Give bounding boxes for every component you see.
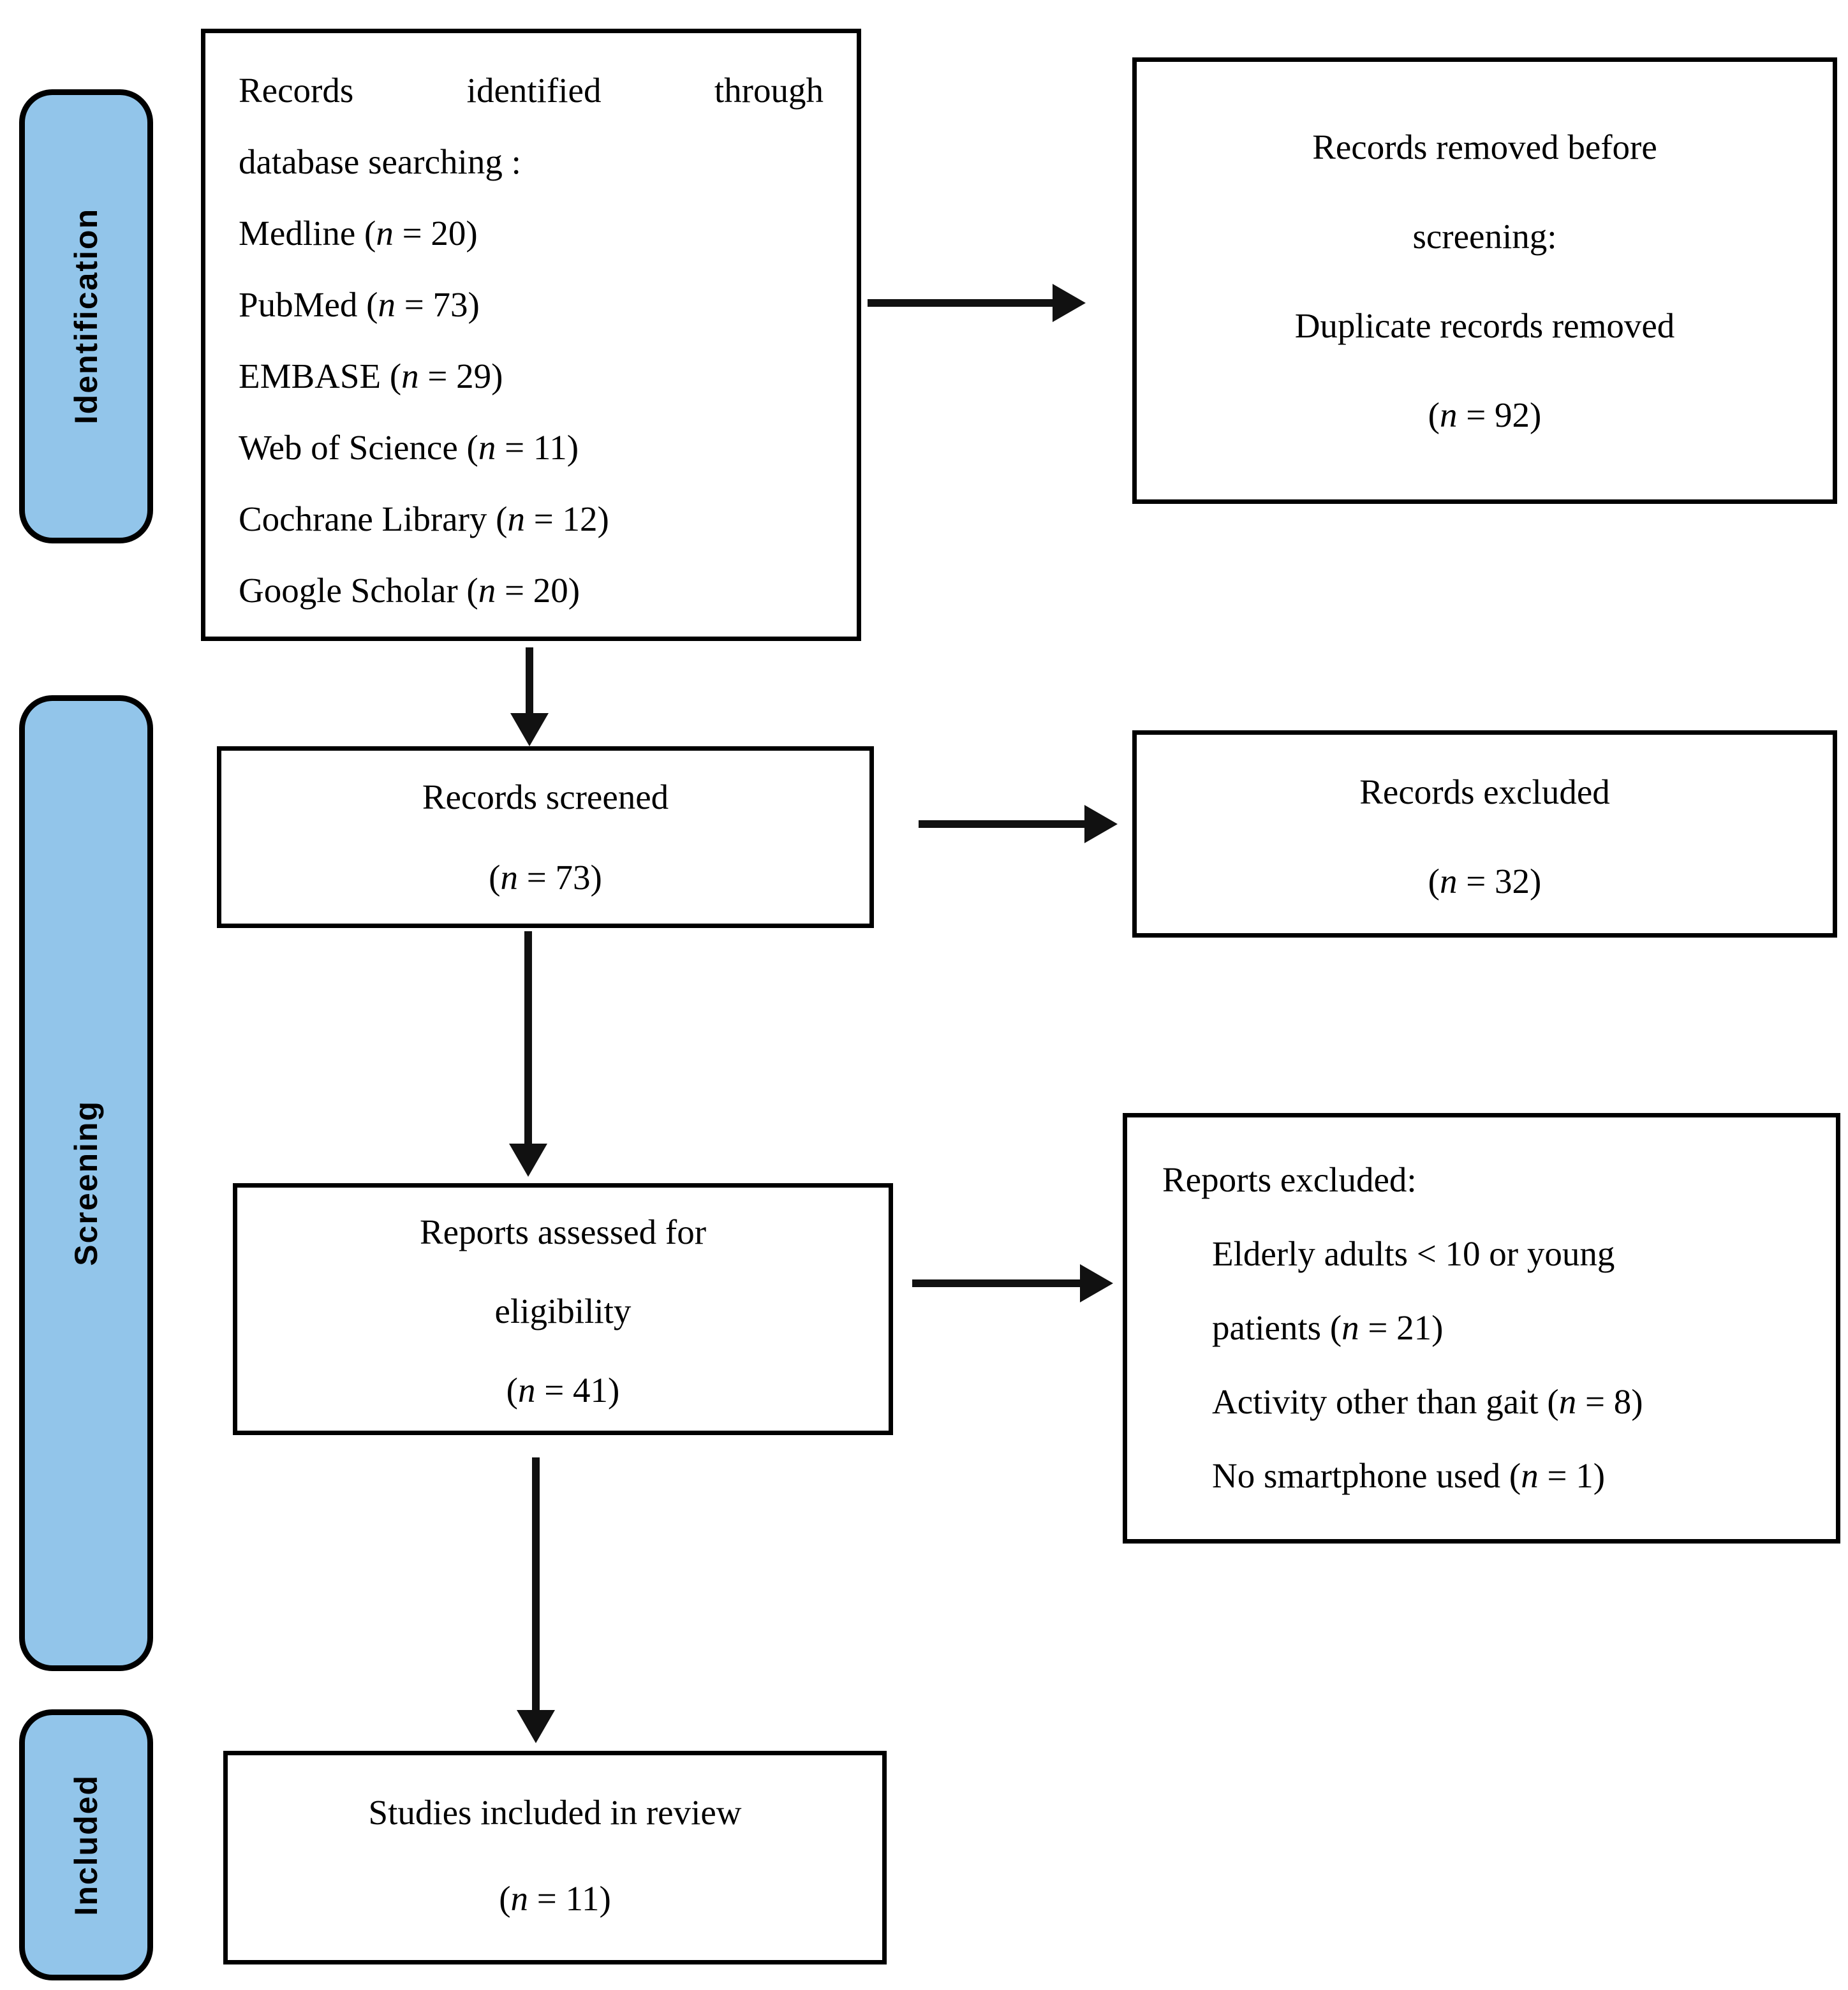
- box-line: Records screened: [422, 778, 669, 816]
- arrow-head: [1084, 805, 1118, 843]
- stage-tab-included: Included: [19, 1709, 153, 1980]
- box-line: Web of Science (n = 11): [239, 428, 579, 467]
- box-line: PubMed (n = 73): [239, 285, 480, 324]
- arrow-shaft: [919, 820, 1084, 828]
- arrow-shaft: [532, 1457, 540, 1711]
- box-line: Records removed before: [1312, 128, 1657, 166]
- arrow-head: [1080, 1264, 1113, 1302]
- box-line: EMBASE (n = 29): [239, 357, 503, 395]
- box-records-identified: Records identified through database sear…: [201, 29, 861, 641]
- box-studies-included: Studies included in review (n = 11): [223, 1751, 887, 1964]
- box-line: eligibility: [494, 1292, 632, 1330]
- box-line: screening:: [1412, 217, 1557, 256]
- box-line: patients (n = 21): [1212, 1308, 1444, 1347]
- box-line: Records identified through: [239, 71, 824, 110]
- box-line: (n = 11): [499, 1879, 611, 1918]
- stage-label-identification: Identification: [68, 208, 104, 425]
- box-records-excluded: Records excluded (n = 32): [1132, 730, 1837, 938]
- arrow-shaft: [912, 1279, 1081, 1287]
- arrow-head: [1053, 284, 1086, 322]
- box-line: Duplicate records removed: [1294, 306, 1675, 345]
- box-records-removed-before-screening: Records removed before screening: Duplic…: [1132, 57, 1837, 504]
- box-line: (n = 73): [489, 858, 602, 897]
- box-line: Elderly adults < 10 or young: [1212, 1234, 1615, 1273]
- arrow-head: [509, 1144, 547, 1177]
- arrow-shaft: [526, 647, 533, 713]
- box-line: Reports assessed for: [419, 1212, 707, 1251]
- box-line: (n = 92): [1428, 395, 1542, 434]
- box-line: Studies included in review: [368, 1793, 742, 1832]
- box-line: (n = 41): [506, 1371, 620, 1410]
- stage-tab-identification: Identification: [19, 89, 153, 543]
- arrow-shaft: [868, 299, 1053, 307]
- box-reports-excluded: Reports excluded: Elderly adults < 10 or…: [1123, 1113, 1840, 1544]
- stage-label-included: Included: [68, 1774, 104, 1916]
- box-line: Cochrane Library (n = 12): [239, 499, 609, 538]
- arrow-head: [517, 1710, 555, 1743]
- box-records-screened: Records screened (n = 73): [217, 746, 874, 928]
- stage-tab-screening: Screening: [19, 695, 153, 1671]
- box-line: (n = 32): [1428, 862, 1542, 901]
- box-line: Activity other than gait (n = 8): [1212, 1382, 1643, 1421]
- box-line: Google Scholar (n = 20): [239, 571, 580, 610]
- box-line: Reports excluded:: [1162, 1160, 1417, 1199]
- box-line: No smartphone used (n = 1): [1212, 1456, 1606, 1495]
- box-reports-assessed: Reports assessed for eligibility (n = 41…: [233, 1183, 893, 1435]
- stage-label-screening: Screening: [68, 1100, 104, 1266]
- box-line: Records excluded: [1359, 772, 1610, 811]
- box-line: Medline (n = 20): [239, 214, 478, 253]
- arrow-head: [510, 713, 549, 746]
- arrow-shaft: [524, 931, 532, 1145]
- box-line: database searching :: [239, 142, 521, 181]
